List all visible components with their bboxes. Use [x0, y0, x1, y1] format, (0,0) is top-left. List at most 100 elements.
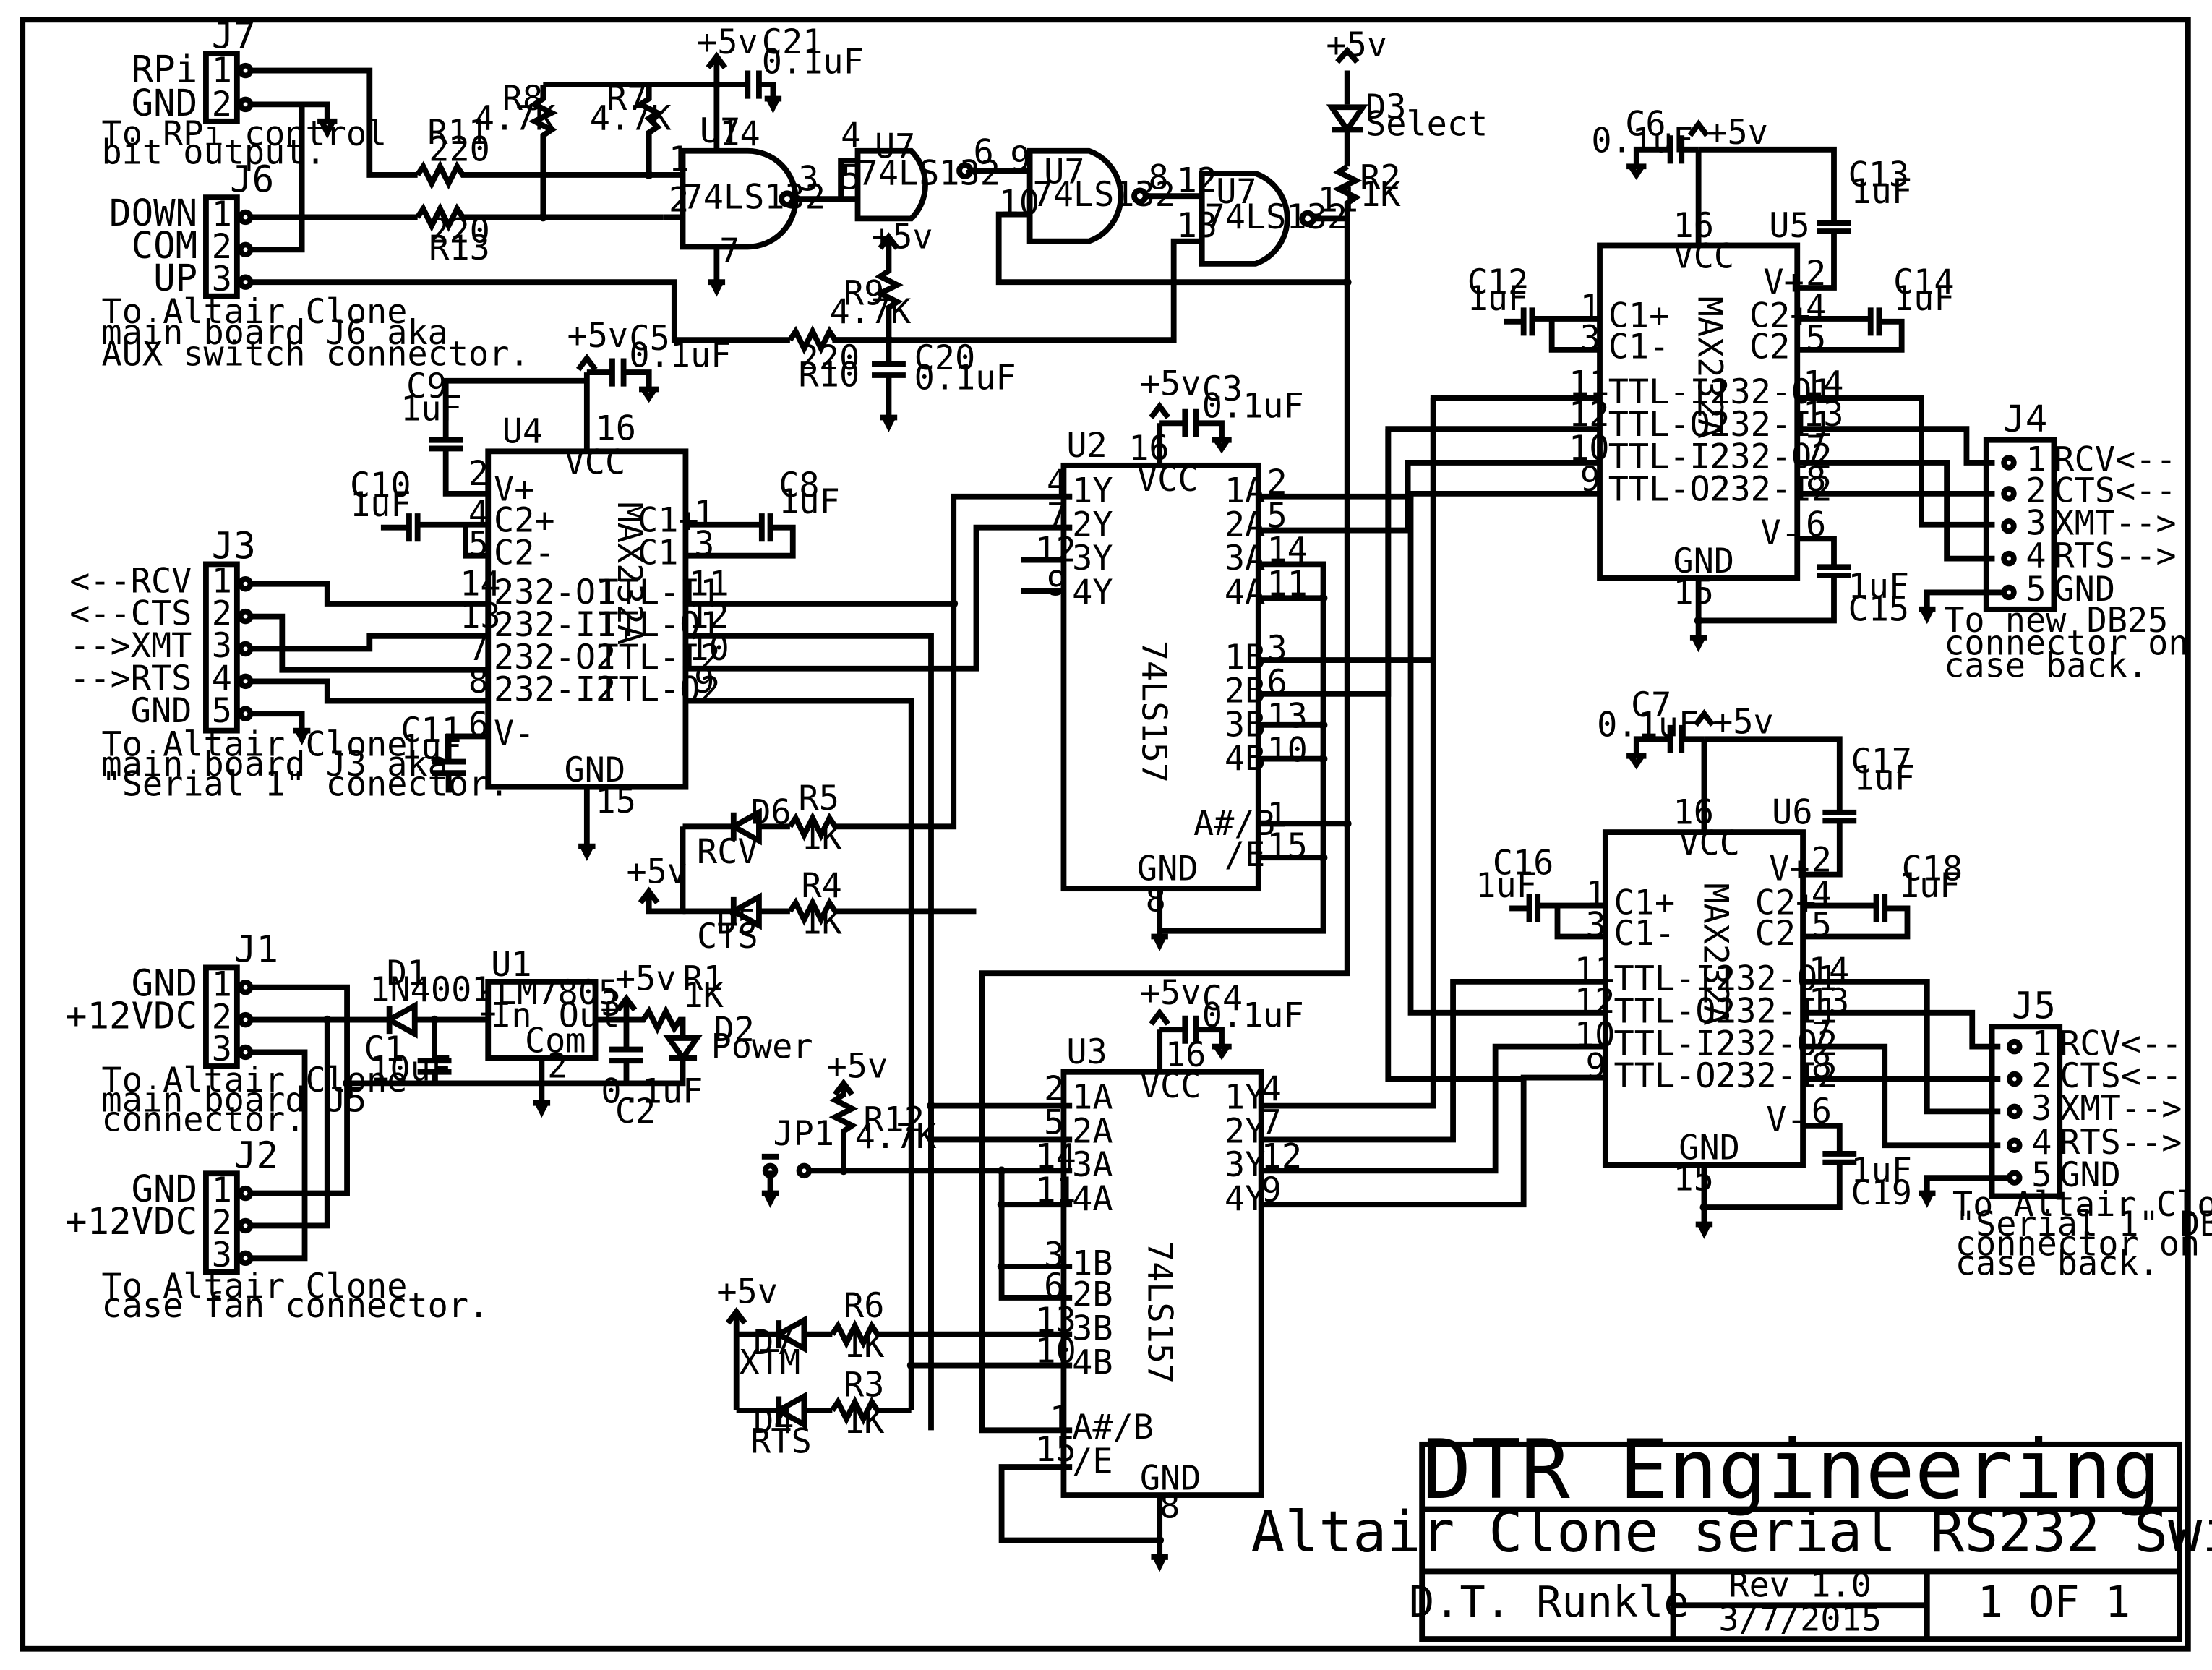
svg-text:3Y: 3Y — [1072, 539, 1113, 578]
svg-text:C15: C15 — [1848, 590, 1910, 629]
svg-text:CTS: CTS — [697, 917, 758, 956]
svg-text:4: 4 — [212, 659, 232, 698]
svg-text:9: 9 — [1580, 461, 1600, 500]
svg-text:13: 13 — [1035, 1301, 1076, 1340]
svg-text:13: 13 — [1266, 698, 1307, 737]
j6-pin-down: DOWN — [109, 192, 197, 234]
svg-text:1: 1 — [212, 1171, 232, 1210]
svg-text:+12VDC: +12VDC — [65, 994, 197, 1037]
svg-text:J1: J1 — [234, 928, 278, 971]
svg-text:2: 2 — [669, 181, 689, 220]
svg-text:main board J3 aka: main board J3 aka — [102, 745, 448, 784]
j7-note-2: bit output. — [102, 133, 326, 172]
svg-text:MAX232A: MAX232A — [1695, 883, 1734, 1025]
svg-text:1: 1 — [212, 562, 232, 601]
svg-text:To new DB25: To new DB25 — [1944, 601, 2168, 641]
svg-text:10: 10 — [1569, 429, 1609, 468]
svg-text:5: 5 — [841, 158, 861, 197]
svg-text:2: 2 — [547, 1048, 567, 1087]
svg-text:5: 5 — [2031, 1156, 2052, 1195]
svg-text:TTL-O2: TTL-O2 — [1614, 1057, 1736, 1096]
svg-text:RTS: RTS — [750, 1423, 812, 1462]
svg-text:GND: GND — [1673, 542, 1735, 581]
svg-text:J5: J5 — [2012, 985, 2056, 1027]
svg-text:11: 11 — [1035, 1171, 1076, 1210]
svg-text:RCV<--: RCV<-- — [2054, 441, 2176, 480]
svg-text:1uF: 1uF — [1467, 280, 1529, 319]
svg-text:3: 3 — [212, 260, 232, 299]
svg-text:14: 14 — [719, 115, 760, 154]
svg-text:R5: R5 — [799, 779, 839, 818]
svg-text:"Serial 1" conector.: "Serial 1" conector. — [102, 765, 510, 804]
svg-text:1: 1 — [1050, 1400, 1070, 1439]
svg-text:11: 11 — [1569, 364, 1609, 403]
svg-text:1uF: 1uF — [1851, 1152, 1912, 1191]
svg-text:GND: GND — [1137, 849, 1199, 888]
svg-text:1K: 1K — [844, 1327, 885, 1366]
svg-text:2Y: 2Y — [1072, 505, 1113, 544]
svg-text:2B: 2B — [1072, 1276, 1113, 1315]
svg-text:232-O2: 232-O2 — [1710, 438, 1832, 477]
svg-text:VCC: VCC — [1137, 461, 1199, 500]
svg-text:C9: C9 — [406, 367, 447, 406]
svg-text:D2: D2 — [713, 1011, 754, 1050]
svg-text:6: 6 — [974, 133, 994, 172]
svg-text:2: 2 — [2025, 472, 2046, 511]
svg-text:D6: D6 — [750, 793, 791, 832]
svg-text:RCV: RCV — [697, 833, 758, 872]
svg-text:U7: U7 — [1216, 173, 1256, 212]
regulator-u1: U1 LM7805 In Out Com 1 3 2 — [477, 946, 622, 1086]
svg-text:CTS<--: CTS<-- — [2054, 472, 2176, 511]
svg-text:connector on: connector on — [1955, 1225, 2200, 1264]
svg-text:1A: 1A — [1225, 472, 1265, 511]
svg-text:C21: C21 — [762, 23, 823, 62]
svg-text:V-: V- — [1761, 514, 1801, 553]
svg-text:TTL-I1: TTL-I1 — [1614, 960, 1736, 999]
svg-text:J2: J2 — [234, 1134, 278, 1176]
svg-text:74LS132: 74LS132 — [858, 155, 1000, 194]
revision: Rev 1.0 — [1728, 1567, 1871, 1606]
svg-text:R2: R2 — [1360, 158, 1400, 197]
svg-text:5: 5 — [2025, 570, 2046, 609]
svg-text:1: 1 — [212, 965, 232, 1004]
svg-text:9: 9 — [1047, 565, 1067, 604]
drawing-date: 3/7/2015 — [1718, 1600, 1882, 1639]
svg-text:2: 2 — [212, 594, 232, 633]
svg-text:1: 1 — [212, 195, 232, 234]
svg-text:220: 220 — [799, 339, 860, 378]
svg-text:+5v: +5v — [716, 1273, 778, 1312]
svg-text:8: 8 — [1146, 881, 1166, 920]
svg-text:J4: J4 — [2003, 398, 2047, 440]
svg-text:/E: /E — [1072, 1442, 1113, 1481]
j7-note-1: To RPi control — [102, 115, 387, 154]
svg-text:15: 15 — [1035, 1431, 1076, 1470]
svg-text:V-: V- — [1766, 1101, 1806, 1140]
svg-text:1uF: 1uF — [1893, 280, 1955, 319]
svg-text:4: 4 — [1261, 1070, 1282, 1109]
svg-text:74LS157: 74LS157 — [1134, 641, 1173, 783]
svg-text:10uF: 10uF — [369, 1050, 451, 1089]
svg-text:16: 16 — [596, 410, 636, 449]
svg-text:0.1uF: 0.1uF — [1591, 122, 1693, 161]
svg-text:case back.: case back. — [1944, 646, 2148, 685]
svg-text:1: 1 — [2031, 1024, 2052, 1063]
r13-ref: R13 — [429, 229, 490, 268]
svg-text:Com: Com — [525, 1022, 586, 1061]
svg-text:C19: C19 — [1851, 1174, 1912, 1213]
svg-text:TTL-O1: TTL-O1 — [1614, 992, 1736, 1031]
svg-text:2A: 2A — [1072, 1112, 1113, 1151]
svg-text:V-: V- — [494, 714, 534, 753]
svg-text:C1+: C1+ — [1608, 297, 1670, 336]
r11-val: 220 — [429, 130, 490, 169]
svg-text:10: 10 — [1035, 1332, 1076, 1371]
svg-text:A#/B: A#/B — [1072, 1408, 1154, 1447]
title-block: DTR Engineering Altair Clone serial RS23… — [1251, 1422, 2212, 1642]
svg-text:232-O1: 232-O1 — [1710, 373, 1832, 412]
svg-text:1K: 1K — [801, 819, 842, 858]
svg-text:1uF: 1uF — [400, 729, 462, 768]
svg-text:4: 4 — [841, 116, 861, 155]
sheet-number: 1 OF 1 — [1978, 1577, 2130, 1627]
svg-text:VCC: VCC — [565, 444, 626, 483]
